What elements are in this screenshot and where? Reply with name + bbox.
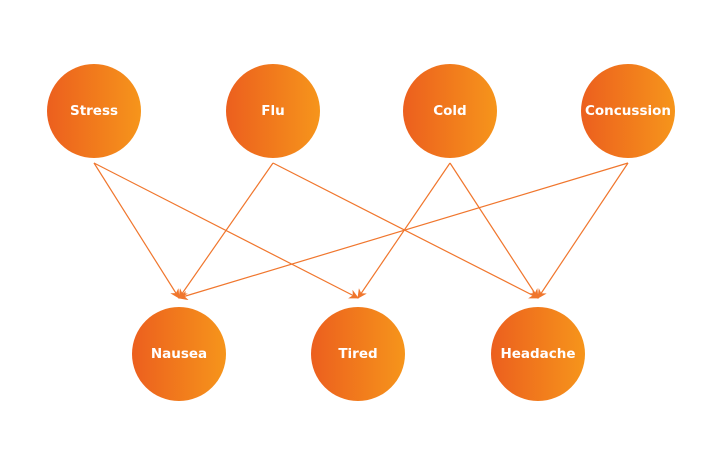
node-circle [403,64,497,158]
node-label: Tired [338,346,377,362]
node-circle [226,64,320,158]
node-circle [132,307,226,401]
edge-cold-to-headache [449,162,539,299]
node-circle [47,64,141,158]
edge-concussion-to-nausea [178,162,629,301]
node-label: Cold [433,103,466,119]
node-label: Nausea [151,346,207,362]
edge-flu-to-nausea [178,162,274,299]
node-circle [311,307,405,401]
cause-node-stress: Stress [47,64,141,158]
symptom-node-headache: Headache [491,307,585,401]
edges-layer [93,162,629,301]
node-circle [581,64,675,158]
symptom-node-tired: Tired [311,307,405,401]
cause-node-flu: Flu [226,64,320,158]
edge-stress-to-nausea [93,162,180,299]
node-label: Stress [70,103,118,119]
node-label: Concussion [585,103,671,119]
edge-concussion-to-headache [537,162,629,299]
symptom-node-nausea: Nausea [132,307,226,401]
node-label: Headache [500,346,575,362]
cause-node-concussion: Concussion [581,64,675,158]
node-circle [491,307,585,401]
node-label: Flu [261,103,284,119]
cause-node-cold: Cold [403,64,497,158]
